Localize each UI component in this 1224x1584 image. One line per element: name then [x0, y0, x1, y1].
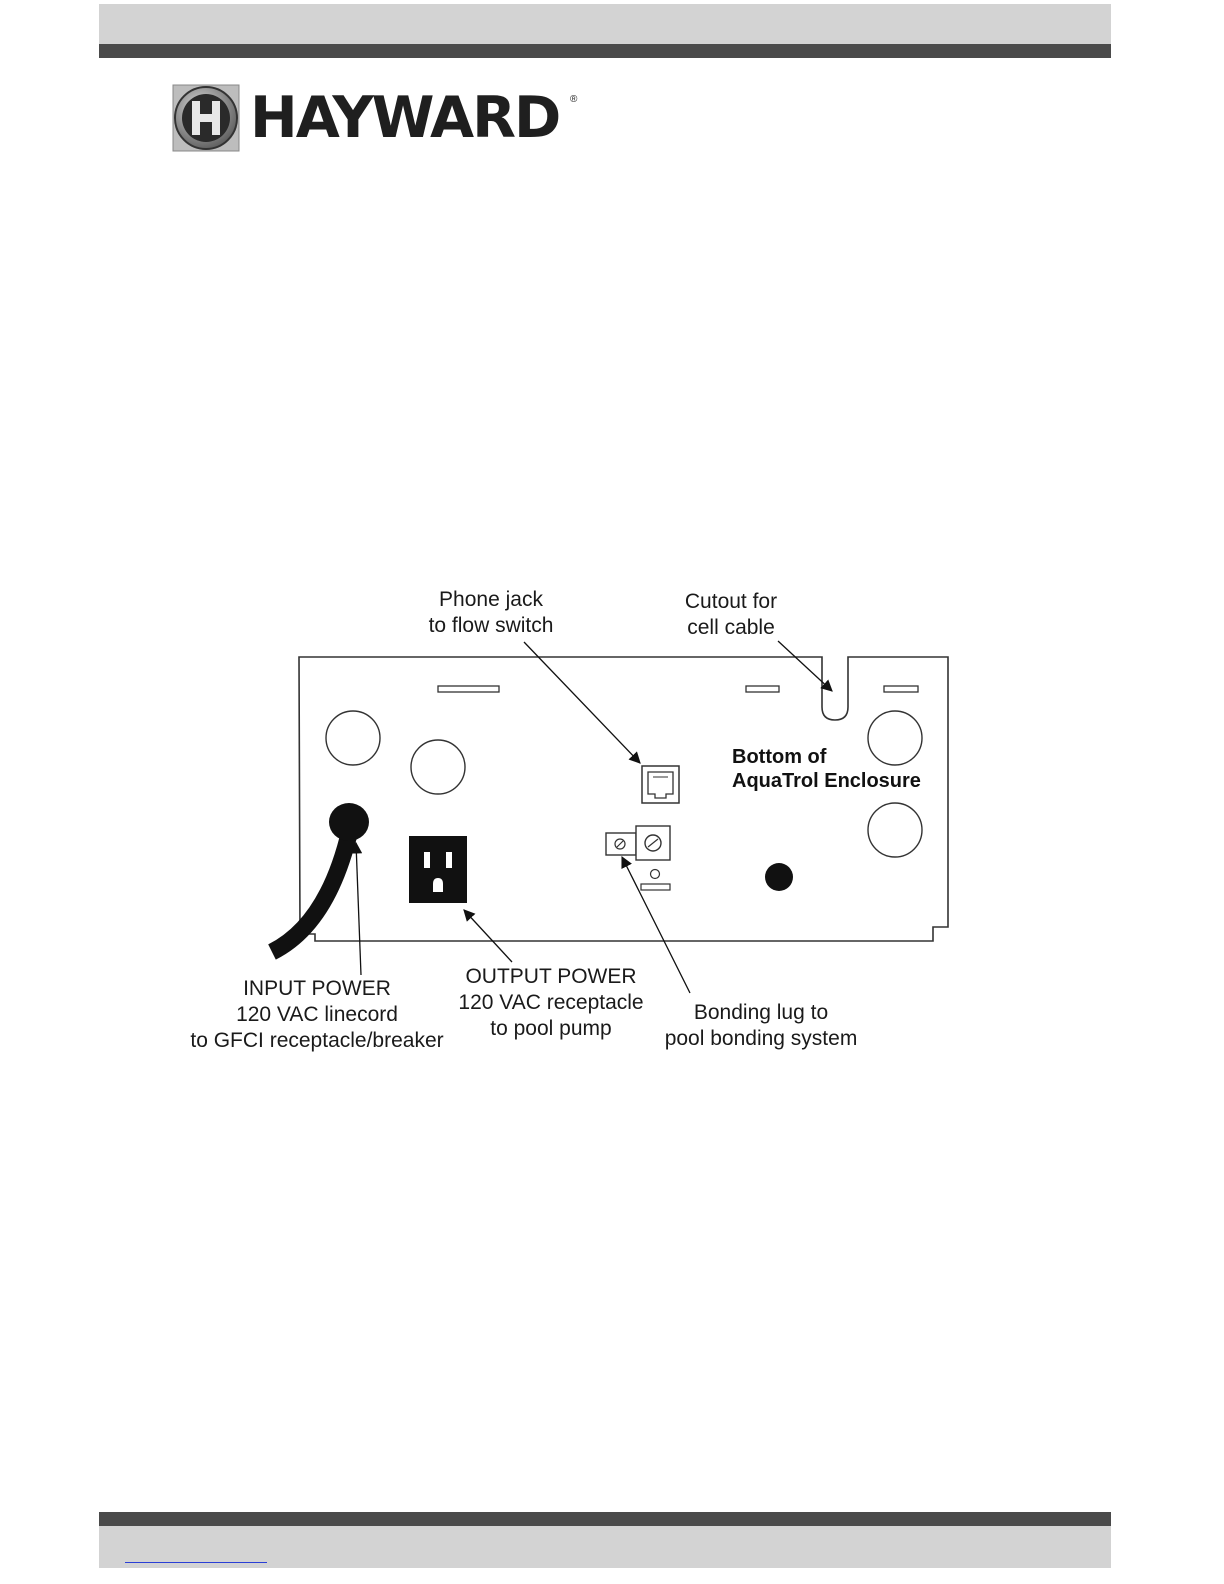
enclosure-slot [746, 686, 779, 692]
footer-link[interactable] [125, 1548, 267, 1563]
knockout-hole [868, 803, 922, 857]
callout-cutout-line2: cell cable [687, 616, 775, 639]
callout-output-power-line1: OUTPUT POWER [465, 965, 636, 988]
callout-phone-jack-line2: to flow switch [429, 614, 554, 637]
enclosure-label-line2: AquaTrol Enclosure [732, 770, 921, 792]
outlet-receptacle-icon [409, 836, 467, 903]
knockout-hole [868, 711, 922, 765]
enclosure-slot [438, 686, 499, 692]
callout-bonding-lug-line2: pool bonding system [665, 1027, 858, 1050]
enclosure-label-line1: Bottom of [732, 746, 827, 768]
knockout-hole [326, 711, 380, 765]
enclosure-slot [884, 686, 918, 692]
plug-hole [765, 863, 793, 891]
callout-input-power-line3: to GFCI receptacle/breaker [190, 1029, 443, 1052]
callout-output-power-line2: 120 VAC receptacle [458, 991, 643, 1014]
footer-band-dark [99, 1512, 1111, 1526]
callout-input-power-line1: INPUT POWER [243, 977, 391, 1000]
enclosure-outline [299, 657, 948, 941]
callout-cutout-line1: Cutout for [685, 590, 777, 613]
phone-jack-icon [642, 766, 679, 803]
callout-input-power-line2: 120 VAC linecord [236, 1003, 398, 1026]
callout-phone-jack-line1: Phone jack [439, 588, 543, 611]
callout-output-power-line3: to pool pump [490, 1017, 611, 1040]
callout-bonding-lug-line1: Bonding lug to [694, 1001, 828, 1024]
knockout-hole [411, 740, 465, 794]
